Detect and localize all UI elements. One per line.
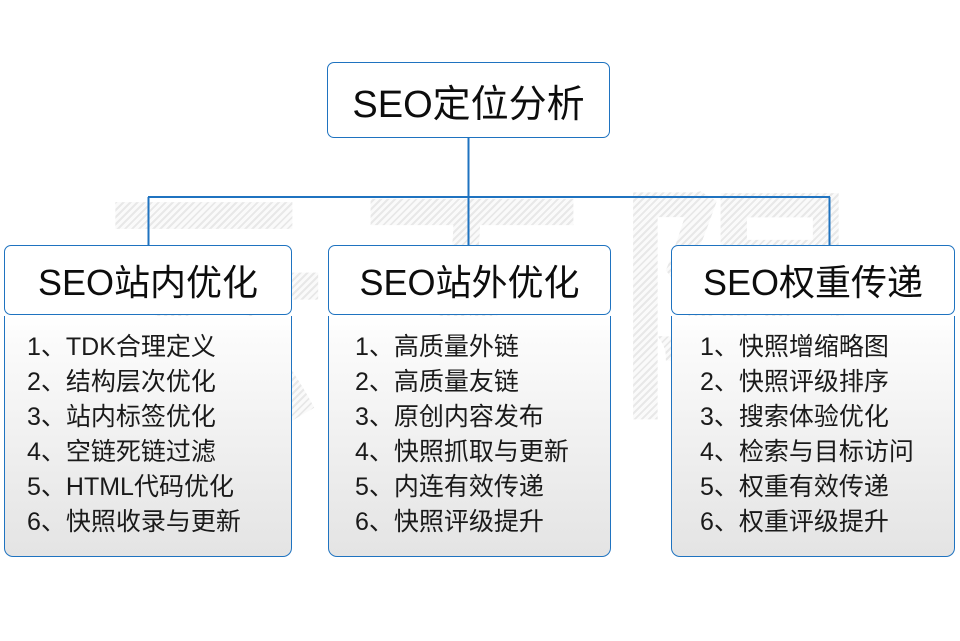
column-list-1: 1、 高质量外链 2、 高质量友链 3、 原创内容发布 4、 快照抓取与更新 5…	[328, 316, 611, 557]
list-item-text: TDK合理定义	[65, 333, 216, 361]
list-item[interactable]: 2、 快照评级排序	[700, 365, 889, 400]
list-item[interactable]: 6、 权重评级提升	[700, 505, 889, 540]
list-item-number: 4、	[27, 438, 66, 466]
list-item-number: 2、	[700, 368, 739, 396]
list-item-number: 2、	[27, 368, 66, 396]
column-list-2: 1、 快照增缩略图 2、 快照评级排序 3、 搜索体验优化 4、 检索与目标访问…	[671, 316, 955, 557]
list-item-number: 1、	[27, 333, 66, 361]
list-item[interactable]: 1、 TDK合理定义	[27, 330, 216, 365]
list-item-number: 6、	[355, 508, 394, 536]
list-item[interactable]: 4、 空链死链过滤	[27, 435, 216, 470]
column-header-2[interactable]: SEO权重传递	[671, 245, 955, 315]
list-item-number: 1、	[700, 333, 739, 361]
list-item[interactable]: 6、 快照评级提升	[355, 505, 544, 540]
list-item-number: 3、	[355, 403, 394, 431]
list-item-text: HTML代码优化	[65, 473, 234, 501]
list-item[interactable]: 1、 高质量外链	[355, 330, 519, 365]
list-item-text: 结构层次优化	[65, 368, 216, 396]
column-list-0: 1、 TDK合理定义 2、 结构层次优化 3、 站内标签优化 4、 空链死链过滤…	[4, 316, 292, 557]
list-item[interactable]: 3、 原创内容发布	[355, 400, 544, 435]
root-node[interactable]: SEO定位分析	[327, 62, 610, 138]
list-item[interactable]: 5、 HTML代码优化	[27, 470, 234, 505]
column-seo-onsite: SEO站内优化 1、 TDK合理定义 2、 结构层次优化 3、 站内标签优化 4…	[4, 245, 292, 557]
list-item-number: 4、	[355, 438, 394, 466]
list-item-text: 搜索体验优化	[738, 403, 889, 431]
list-item-text: 快照评级排序	[738, 368, 889, 396]
list-item[interactable]: 1、 快照增缩略图	[700, 330, 889, 365]
list-item-number: 1、	[355, 333, 394, 361]
list-item-text: 检索与目标访问	[738, 438, 914, 466]
list-item-text: 站内标签优化	[65, 403, 216, 431]
list-item[interactable]: 3、 搜索体验优化	[700, 400, 889, 435]
list-item-number: 6、	[27, 508, 66, 536]
list-item-text: 空链死链过滤	[65, 438, 216, 466]
list-item-number: 5、	[27, 473, 66, 501]
list-item-number: 3、	[27, 403, 66, 431]
column-seo-weight: SEO权重传递 1、 快照增缩略图 2、 快照评级排序 3、 搜索体验优化 4、	[671, 245, 955, 557]
list-item[interactable]: 3、 站内标签优化	[27, 400, 216, 435]
list-item-number: 5、	[700, 473, 739, 501]
list-item[interactable]: 4、 快照抓取与更新	[355, 435, 569, 470]
root-node-label: SEO定位分析	[352, 83, 585, 126]
column-header-0[interactable]: SEO站内优化	[4, 245, 292, 315]
column-header-label-0: SEO站内优化	[37, 262, 259, 303]
list-item-text: 内连有效传递	[393, 473, 544, 501]
list-item-text: 快照抓取与更新	[393, 438, 569, 466]
list-item-text: 快照收录与更新	[65, 508, 241, 536]
list-item-text: 快照增缩略图	[738, 333, 889, 361]
list-item[interactable]: 5、 权重有效传递	[700, 470, 889, 505]
list-item-number: 2、	[355, 368, 394, 396]
list-item-number: 4、	[700, 438, 739, 466]
list-item-text: 快照评级提升	[393, 508, 544, 536]
column-header-label-1: SEO站外优化	[359, 262, 580, 303]
list-item[interactable]: 2、 高质量友链	[355, 365, 519, 400]
list-item-number: 3、	[700, 403, 739, 431]
column-header-label-2: SEO权重传递	[702, 262, 924, 303]
list-item[interactable]: 4、 检索与目标访问	[700, 435, 914, 470]
list-item-text: 高质量外链	[393, 333, 519, 361]
list-item-text: 权重评级提升	[738, 508, 889, 536]
list-item-text: 权重有效传递	[738, 473, 889, 501]
list-item-number: 5、	[355, 473, 394, 501]
column-seo-offsite: SEO站外优化 1、 高质量外链 2、 高质量友链 3、 原创内容发布 4、 快	[328, 245, 611, 557]
list-item-text: 高质量友链	[393, 368, 519, 396]
list-item[interactable]: 5、 内连有效传递	[355, 470, 544, 505]
column-header-1[interactable]: SEO站外优化	[328, 245, 611, 315]
list-item-number: 6、	[700, 508, 739, 536]
list-item-text: 原创内容发布	[393, 403, 544, 431]
list-item[interactable]: 2、 结构层次优化	[27, 365, 216, 400]
list-item[interactable]: 6、 快照收录与更新	[27, 505, 241, 540]
